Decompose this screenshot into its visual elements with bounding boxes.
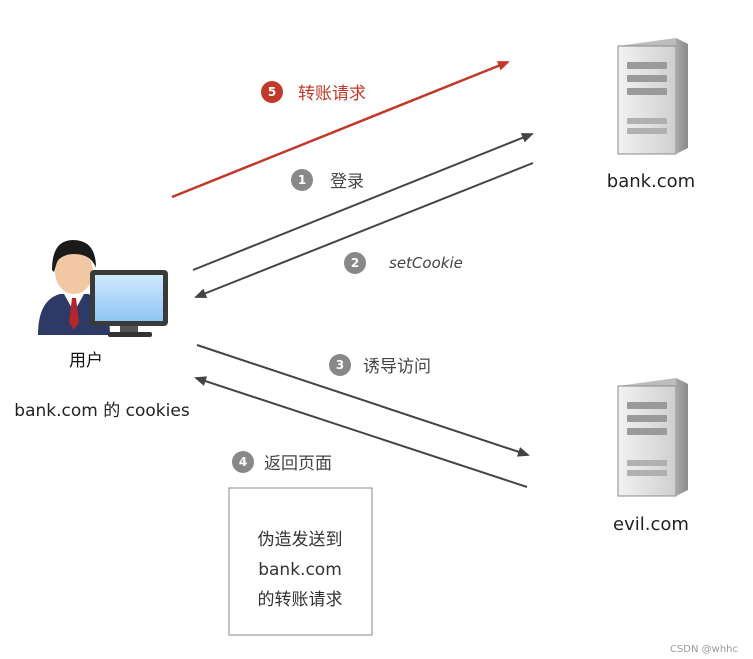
step-2-badge — [344, 252, 366, 274]
cookies-label: bank.com 的 cookies — [14, 401, 190, 421]
step-5-label: 5 转账请求 — [261, 81, 366, 104]
svg-text:4: 4 — [239, 455, 247, 469]
step-2-text: setCookie — [389, 254, 463, 272]
forged-line-1: 伪造发送到 — [258, 530, 343, 550]
arrow-return-page — [194, 376, 528, 488]
svg-text:2: 2 — [351, 256, 359, 270]
step-5-badge — [261, 81, 283, 103]
forged-line-3: 的转账请求 — [258, 590, 343, 610]
watermark: CSDN @whhc — [670, 644, 738, 655]
forged-line-2: bank.com — [258, 560, 342, 580]
svg-text:3: 3 — [336, 358, 344, 372]
arrow-lure-visit — [196, 344, 530, 457]
step-3-text: 诱导访问 — [363, 357, 431, 377]
step-5-text: 转账请求 — [298, 84, 366, 104]
svg-text:5: 5 — [268, 85, 276, 99]
svg-text:1: 1 — [298, 173, 306, 187]
step-2-label: 2 setCookie — [344, 252, 463, 274]
arrow-login — [192, 133, 534, 271]
user-label: 用户 — [69, 351, 103, 371]
user-icon — [38, 240, 168, 337]
bank-server-icon — [617, 38, 688, 155]
bank-server-label: bank.com — [607, 171, 695, 192]
evil-server-icon — [617, 378, 688, 497]
step-4-label: 4 返回页面 — [232, 451, 332, 474]
forged-request-box: 伪造发送到 bank.com 的转账请求 — [228, 487, 373, 636]
evil-server-label: evil.com — [613, 514, 689, 535]
arrow-setcookie — [194, 162, 534, 298]
step-3-label: 3 诱导访问 — [329, 354, 431, 377]
arrow-transfer-request — [171, 60, 510, 199]
step-4-badge — [232, 451, 254, 473]
step-1-text: 登录 — [330, 172, 364, 192]
step-3-badge — [329, 354, 351, 376]
step-1-badge — [291, 169, 313, 191]
step-1-label: 1 登录 — [291, 169, 364, 192]
step-4-text: 返回页面 — [264, 454, 332, 474]
